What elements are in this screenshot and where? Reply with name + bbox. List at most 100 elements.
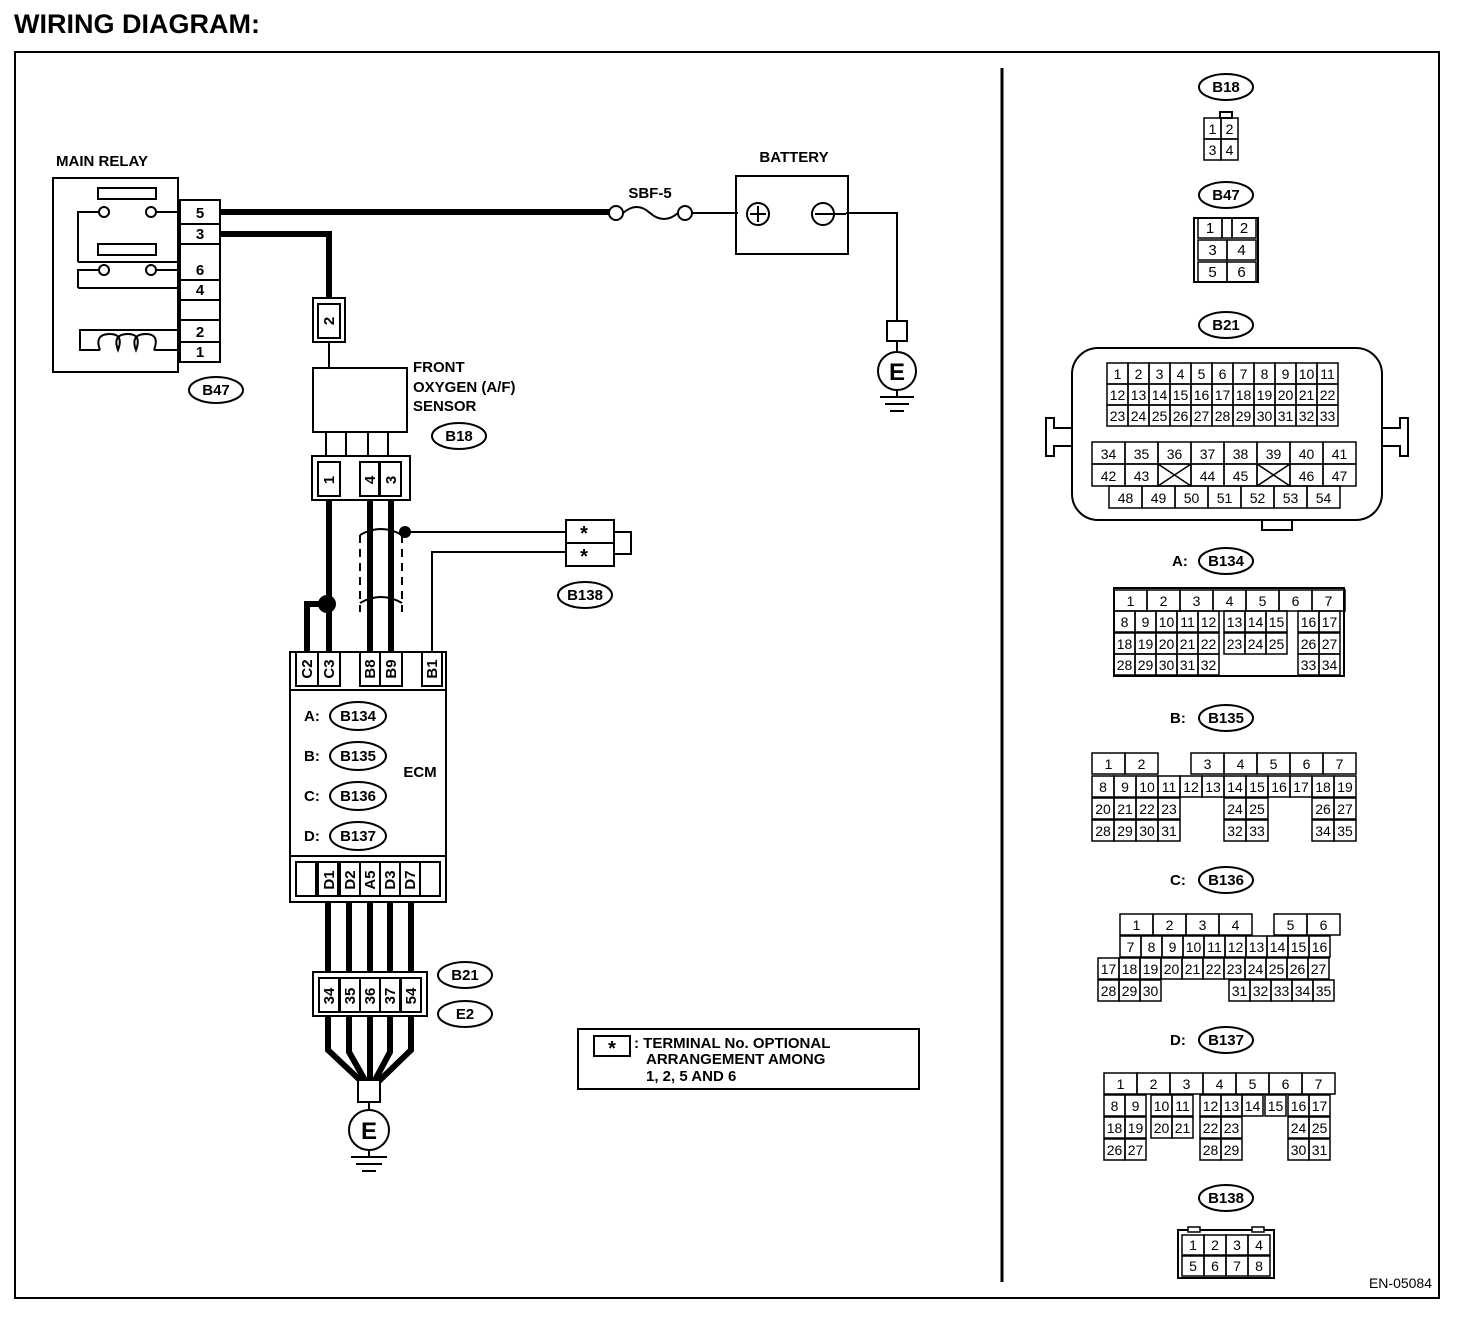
relay-pin: 1 — [196, 344, 204, 361]
pin-number: 31 — [1180, 657, 1196, 673]
pin-number: 29 — [1138, 657, 1154, 673]
pin-number: 26 — [1301, 636, 1317, 652]
pin-number: 30 — [1159, 657, 1175, 673]
pin-number: 13 — [1227, 614, 1243, 630]
pin-number: 31 — [1312, 1142, 1328, 1158]
pin-number: 17 — [1322, 614, 1338, 630]
pin-number: 13 — [1224, 1098, 1240, 1114]
b138-pin: * — [580, 546, 588, 568]
pin-number: 25 — [1269, 961, 1285, 977]
terminal-note: * : TERMINAL No. OPTIONAL ARRANGEMENT AM… — [577, 1028, 920, 1090]
joint-pin: 36 — [362, 988, 379, 1005]
pin-number: 3 — [1208, 242, 1216, 259]
ground-wires — [325, 1016, 414, 1085]
sensor-pin: 3 — [383, 476, 400, 484]
pin-number: 24 — [1291, 1120, 1307, 1136]
pin-number: 22 — [1201, 636, 1217, 652]
ecm-pin: C3 — [321, 659, 338, 678]
ecm-connector-letter: A: — [304, 708, 320, 725]
pin-number: 3 — [1156, 366, 1164, 382]
svg-text:2: 2 — [321, 317, 338, 325]
pin-number: 24 — [1248, 961, 1264, 977]
pin-number: 14 — [1245, 1098, 1261, 1114]
pin-number: 15 — [1249, 779, 1265, 795]
pin-number: 24 — [1227, 801, 1243, 817]
pin-number: 7 — [1315, 1076, 1323, 1092]
pin-number: 23 — [1110, 408, 1126, 424]
pin-number: 24 — [1248, 636, 1264, 652]
pin-number: 6 — [1219, 366, 1227, 382]
pin-number: 32 — [1299, 408, 1315, 424]
b47-connector-tag: B47 — [188, 376, 244, 404]
ecm-top-connector: C2 C3 B8 B9 B1 — [295, 651, 443, 687]
pin-number: 38 — [1233, 446, 1249, 462]
pin-number: 2 — [1226, 121, 1234, 137]
connector-view-letter: A: — [1172, 553, 1188, 570]
pin-number: 7 — [1233, 1258, 1241, 1274]
pin-number: 15 — [1269, 614, 1285, 630]
pin-number: 28 — [1117, 657, 1133, 673]
ecm-pin: D1 — [321, 870, 338, 889]
pin-number: 34 — [1315, 823, 1331, 839]
pin-number: 8 — [1261, 366, 1269, 382]
pin-number: 20 — [1095, 801, 1111, 817]
pin-number: 8 — [1148, 939, 1156, 955]
pin-number: 20 — [1159, 636, 1175, 652]
main-relay-label: MAIN RELAY — [56, 153, 148, 170]
connector-view-id: B47 — [1212, 187, 1240, 204]
pin-number: 28 — [1101, 983, 1117, 999]
pin-number: 15 — [1268, 1098, 1284, 1114]
pin-number: 13 — [1249, 939, 1265, 955]
pin-number: 7 — [1240, 366, 1248, 382]
svg-text:B21: B21 — [451, 967, 479, 984]
pin-number: 4 — [1237, 756, 1245, 772]
pin-number: 1 — [1209, 121, 1217, 137]
pin-number: 7 — [1336, 756, 1344, 772]
pin-number: 32 — [1227, 823, 1243, 839]
pin-number: 22 — [1320, 387, 1336, 403]
relay-pin: 6 — [196, 262, 204, 279]
pin-number: 6 — [1320, 917, 1328, 933]
pin-number: 31 — [1232, 983, 1248, 999]
pin-number: 22 — [1206, 961, 1222, 977]
pin-number: 27 — [1322, 636, 1338, 652]
pin-number: 30 — [1291, 1142, 1307, 1158]
main-relay: MAIN RELAY — [52, 153, 179, 373]
pin-number: 49 — [1151, 490, 1167, 506]
pin-number: 6 — [1237, 264, 1245, 281]
pin-number: 30 — [1143, 983, 1159, 999]
pin-number: 6 — [1282, 1076, 1290, 1092]
ecm-connector-letter: D: — [304, 828, 320, 845]
wire-relay-to-sensor — [220, 231, 332, 298]
pin-number: 2 — [1150, 1076, 1158, 1092]
pin-number: 10 — [1139, 779, 1155, 795]
pin-number: 1 — [1206, 220, 1214, 237]
pin-number: 8 — [1255, 1258, 1263, 1274]
sensor-pin: 1 — [321, 476, 338, 484]
pin-number: 3 — [1209, 142, 1217, 158]
pin-number: 4 — [1237, 242, 1245, 259]
pin-number: 36 — [1167, 446, 1183, 462]
pin-number: 28 — [1215, 408, 1231, 424]
ecm-pin: A5 — [362, 870, 379, 889]
pin-number: 14 — [1152, 387, 1168, 403]
pin-number: 23 — [1227, 636, 1243, 652]
svg-text:B18: B18 — [445, 428, 473, 445]
pin-number: 5 — [1198, 366, 1206, 382]
pin-number: 21 — [1180, 636, 1196, 652]
pin-number: 2 — [1240, 220, 1248, 237]
pin-number: 40 — [1299, 446, 1315, 462]
pin-number: 35 — [1337, 823, 1353, 839]
pin-number: 1 — [1114, 366, 1122, 382]
pin-number: 1 — [1189, 1237, 1197, 1253]
pin-number: 7 — [1325, 593, 1333, 609]
pin-number: 19 — [1257, 387, 1273, 403]
pin-number: 20 — [1154, 1120, 1170, 1136]
pin-number: 16 — [1312, 939, 1328, 955]
connector-view-id: B135 — [1208, 710, 1244, 727]
